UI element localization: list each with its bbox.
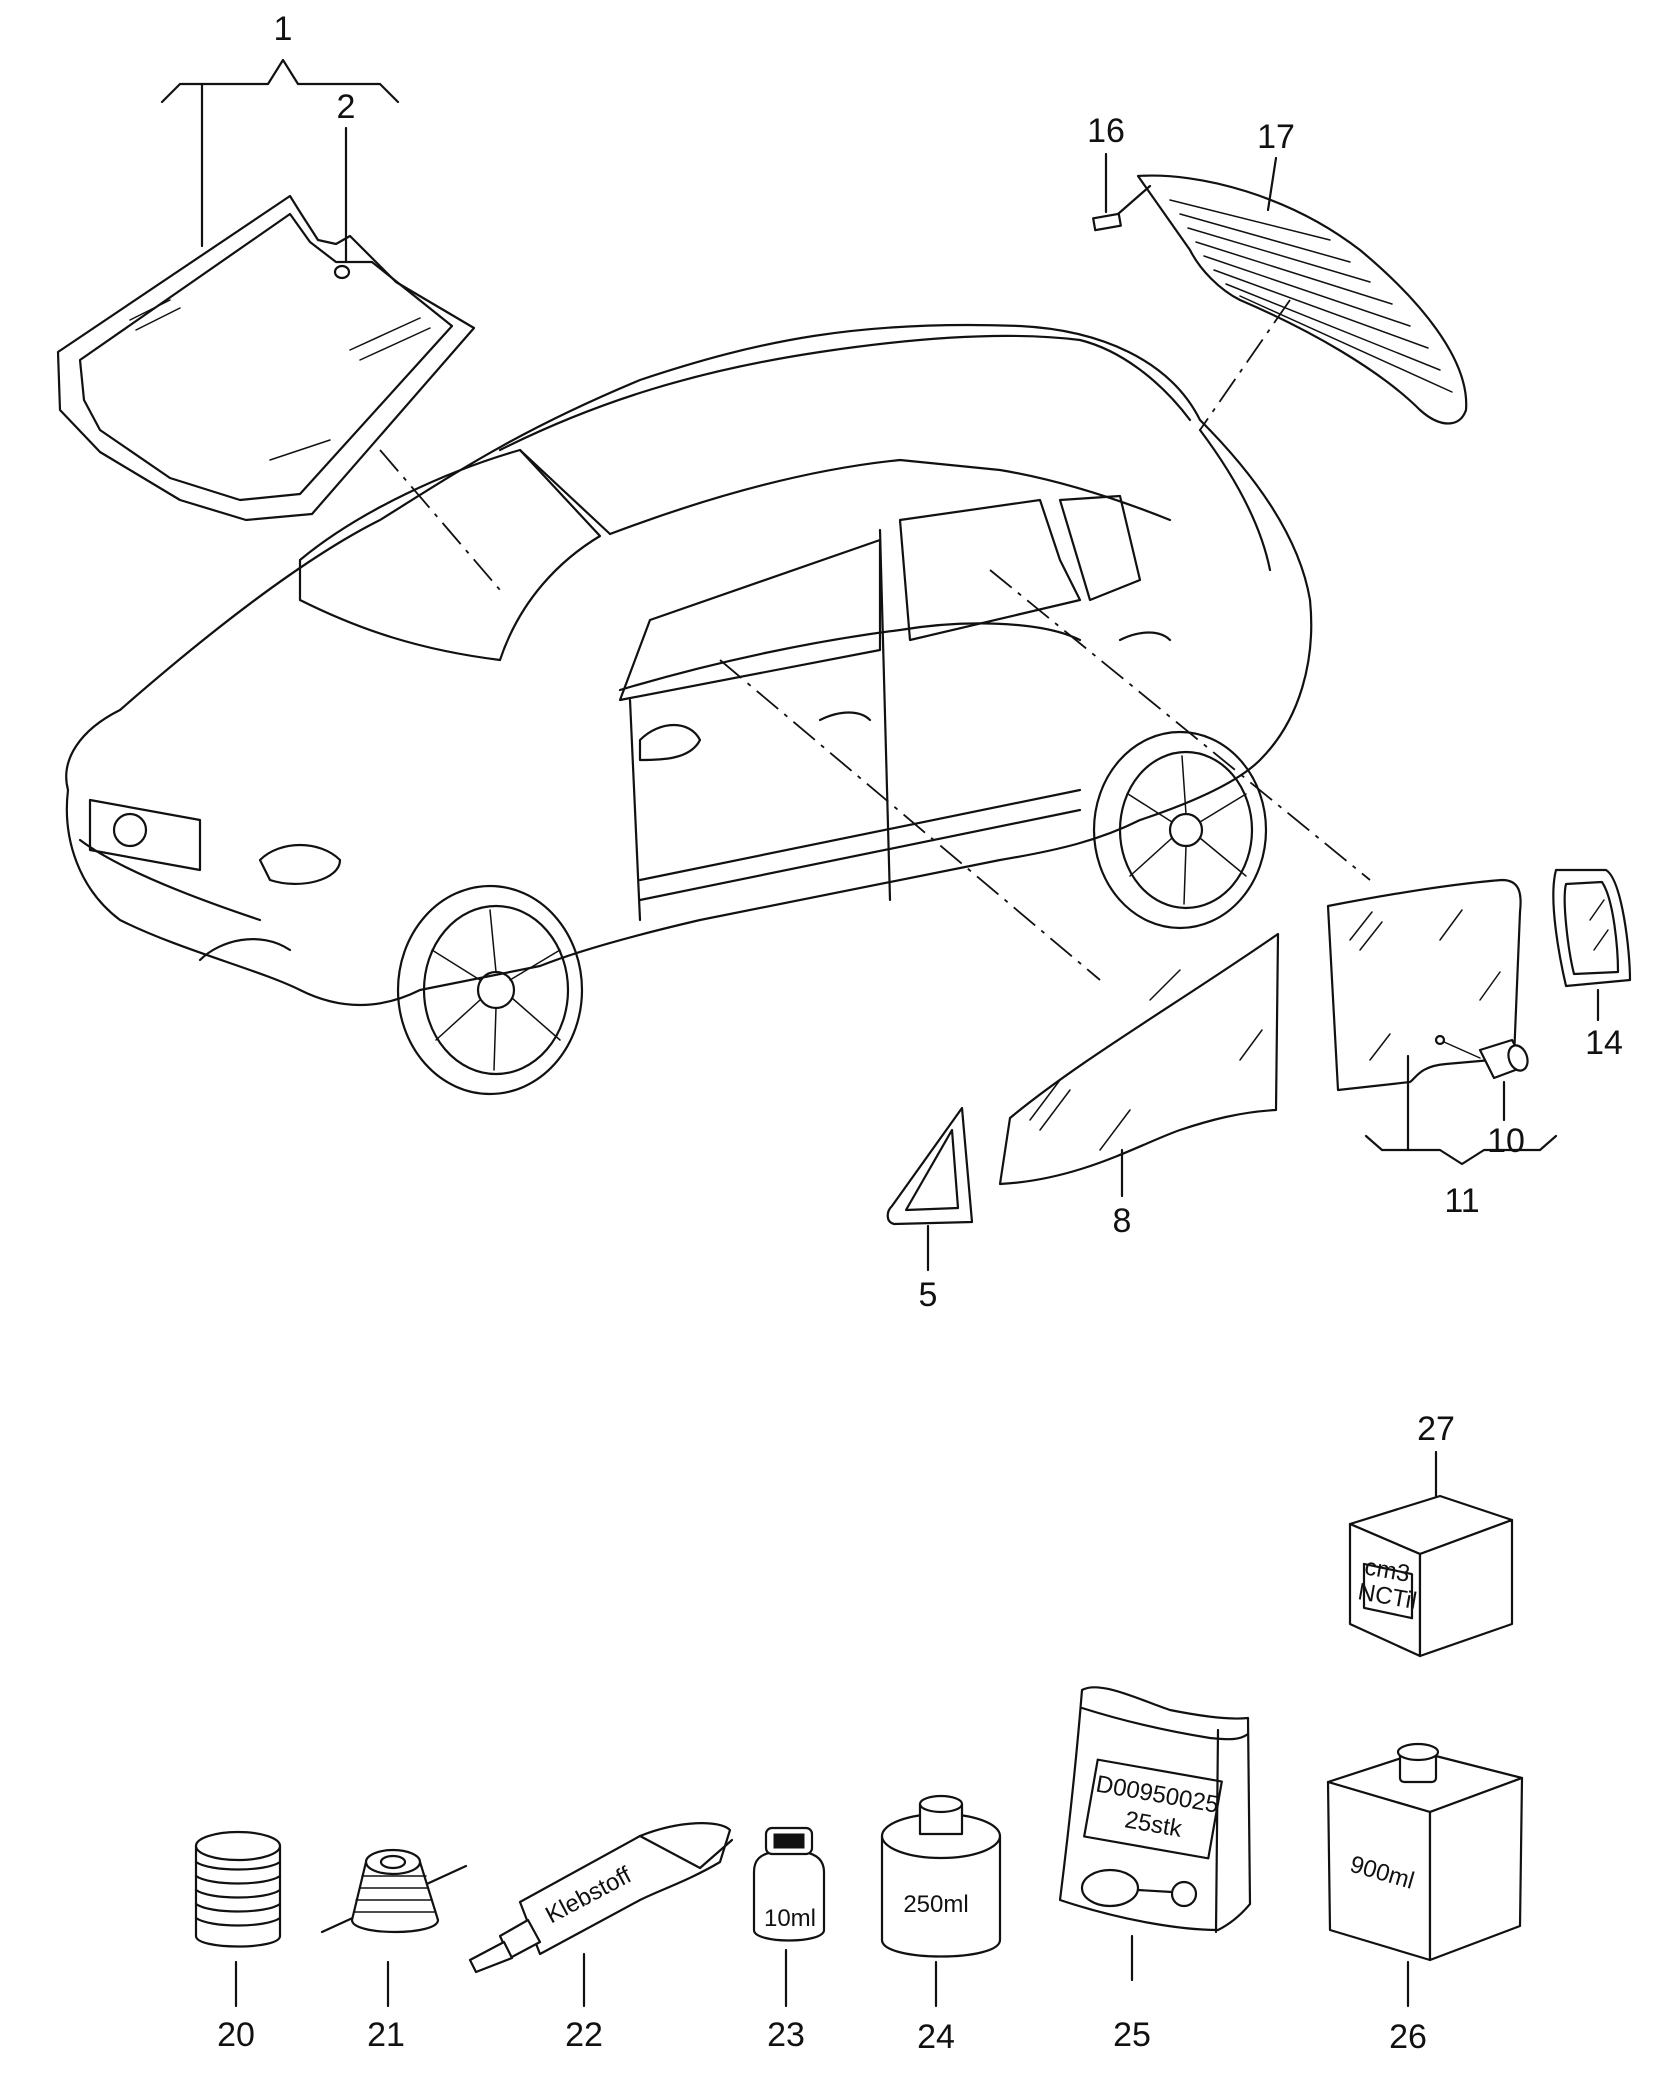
spring-spacer: [194, 1830, 282, 1948]
leader-rear-window: [1199, 299, 1291, 431]
adhesive-tube: Klebstoff: [468, 1822, 734, 1974]
leader-windshield: [379, 449, 501, 591]
callout-17: 17: [1257, 118, 1295, 212]
windshield: [56, 194, 476, 522]
rear-window: [1092, 174, 1468, 425]
front-door-glass: [998, 932, 1280, 1186]
car-body: [65, 323, 1313, 1007]
callout-20: 20: [217, 1960, 255, 2054]
callout-22: 22: [565, 1952, 603, 2054]
cone-spacer: [320, 1848, 468, 1934]
callout-1: 1: [160, 10, 400, 248]
callout-26-label: 26: [1389, 2018, 1427, 2056]
glass-fastener: [1478, 1038, 1529, 1080]
callout-8-label: 8: [1113, 1202, 1132, 1240]
callout-27-label: 27: [1417, 1410, 1455, 1448]
callout-22-label: 22: [565, 2016, 603, 2054]
callout-21: 21: [367, 1960, 405, 2054]
callout-24-label: 24: [917, 2018, 955, 2056]
callout-21-label: 21: [367, 2016, 405, 2054]
callout-23-label: 23: [767, 2016, 805, 2054]
callout-10: 10: [1487, 1080, 1525, 1160]
front-wheel: [396, 884, 584, 1096]
can-text: 250ml: [903, 1891, 968, 1918]
callout-23: 23: [767, 1948, 805, 2054]
rear-door-glass: [1326, 878, 1522, 1092]
front-quarter-glass: [886, 1106, 974, 1226]
leader-front-door: [719, 659, 1101, 981]
callout-26: 26: [1389, 1960, 1427, 2056]
adhesive-box-small: cm3 NCTil: [1348, 1494, 1514, 1658]
primer-can: 250ml: [880, 1794, 1002, 1958]
callout-20-label: 20: [217, 2016, 255, 2054]
callout-14: 14: [1585, 988, 1623, 1062]
callout-8: 8: [1113, 1148, 1132, 1240]
callout-5-label: 5: [919, 1276, 938, 1314]
primer-box-large: 900ml: [1326, 1742, 1524, 1962]
sensor-mount: [333, 264, 351, 280]
clip: [1092, 212, 1122, 232]
callout-27: 27: [1417, 1410, 1455, 1498]
callout-16-label: 16: [1087, 112, 1125, 150]
rear-quarter-glass: [1552, 868, 1632, 988]
cleaning-pads-bag: D00950025 25stk: [1058, 1686, 1252, 1934]
callout-16: 16: [1087, 112, 1125, 214]
callout-11: 11: [1364, 1054, 1558, 1220]
callout-14-label: 14: [1585, 1024, 1623, 1062]
callout-25-label: 25: [1113, 2016, 1151, 2054]
callout-11-label: 11: [1444, 1182, 1479, 1220]
callout-5: 5: [919, 1224, 938, 1314]
callout-2: 2: [337, 88, 356, 264]
activator-bottle: 10ml: [752, 1826, 826, 1942]
leader-rear-door: [989, 569, 1371, 881]
callout-25: 25: [1113, 1934, 1151, 2054]
callout-17-label: 17: [1257, 118, 1295, 156]
callout-24: 24: [917, 1960, 955, 2056]
callout-10-label: 10: [1487, 1122, 1525, 1160]
rear-wheel: [1092, 730, 1268, 930]
callout-2-label: 2: [337, 88, 356, 126]
callout-1-label: 1: [274, 10, 293, 48]
bottle-text: 10ml: [764, 1905, 816, 1932]
